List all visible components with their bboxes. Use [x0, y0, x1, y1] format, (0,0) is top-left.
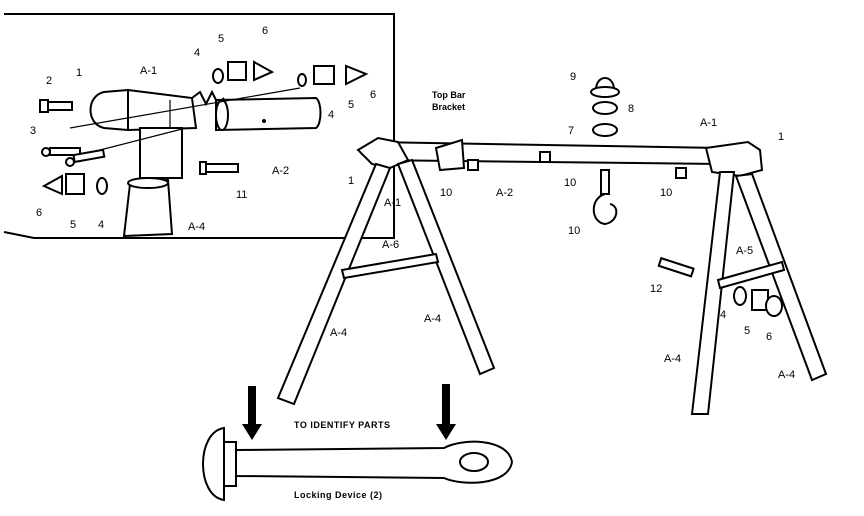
- label-A4-inset: A-4: [188, 221, 205, 233]
- hanger-3: [675, 167, 687, 179]
- caption-identify-parts: TO IDENTIFY PARTS: [294, 420, 391, 430]
- label-9: 9: [570, 71, 576, 83]
- label-10b: 10: [564, 177, 576, 189]
- locking-device-shaft: [235, 440, 514, 484]
- inset-border: [3, 13, 395, 239]
- right-hardware: [657, 256, 783, 317]
- bracket-title-line1: Top Bar: [432, 90, 466, 100]
- hook-assembly: [590, 77, 620, 226]
- locking-device-label: Locking Device (2): [294, 490, 383, 500]
- locking-device-neck: [223, 441, 237, 487]
- locking-device-eye: [459, 452, 489, 472]
- bolt-line-lower: [99, 127, 187, 151]
- label-1-left: 1: [348, 175, 354, 187]
- label-A4-right1: A-4: [664, 353, 681, 365]
- arrow-left: [242, 386, 262, 440]
- hardware-lower: [41, 173, 108, 196]
- label-8: 8: [628, 103, 634, 115]
- right-fitting-A1: [704, 140, 764, 178]
- tee-connector-A1: [127, 88, 198, 179]
- bolt-part-2: [39, 99, 73, 113]
- label-11: 11: [236, 189, 247, 201]
- left-fitting-A1: [356, 136, 410, 170]
- leg-A4: [122, 177, 174, 238]
- spring-bolts-part-3: [41, 147, 106, 167]
- swing-frame: [276, 77, 828, 415]
- label-4-lower: 4: [98, 219, 104, 231]
- bracket-title-line2: Bracket: [432, 102, 465, 112]
- label-A4-left2: A-4: [424, 313, 441, 325]
- pipe-A2: [215, 96, 322, 132]
- label-A6: A-6: [382, 239, 399, 251]
- label-12: 12: [650, 283, 662, 295]
- right-leg-front: [690, 171, 736, 415]
- label-6-upper: 6: [262, 25, 268, 37]
- left-leg-front: [276, 162, 392, 406]
- label-3: 3: [30, 125, 36, 137]
- label-5-upper: 5: [218, 33, 224, 45]
- label-A1: A-1: [140, 65, 157, 77]
- label-5-right: 5: [348, 99, 354, 111]
- label-5-lower: 5: [70, 219, 76, 231]
- hardware-upper: [212, 60, 369, 87]
- label-5: 5: [744, 325, 750, 337]
- label-10a: 10: [440, 187, 452, 199]
- label-A1-left: A-1: [384, 197, 401, 209]
- label-A2-main: A-2: [496, 187, 513, 199]
- inset-exploded-view: 2 1 A-1 3 4 5 6 6 5 4 A-2 11 A-4 6 5 4: [3, 13, 395, 239]
- screw-part-11: [199, 161, 239, 175]
- label-10d: 10: [660, 187, 672, 199]
- locking-device: TO IDENTIFY PARTS Locking Device (2): [202, 384, 514, 502]
- hanger-2: [539, 151, 551, 163]
- label-A5: A-5: [736, 245, 753, 257]
- label-4-upper: 4: [194, 47, 200, 59]
- label-10c: 10: [568, 225, 580, 237]
- label-7: 7: [568, 125, 574, 137]
- arrow-right: [436, 384, 456, 440]
- label-1-right: 1: [778, 131, 784, 143]
- through-bolt: [69, 87, 301, 129]
- right-crossbar-A5: [716, 260, 786, 290]
- label-2: 2: [46, 75, 52, 87]
- main-labels: Top Bar Bracket 1 A-1 A-6 A-4 A-4 10 A-2…: [330, 71, 795, 381]
- label-6-lower: 6: [36, 207, 42, 219]
- label-A2: A-2: [272, 165, 289, 177]
- label-1: 1: [76, 67, 82, 79]
- label-A4-right2: A-4: [778, 369, 795, 381]
- label-4-right: 4: [328, 109, 334, 121]
- right-leg-rear: [734, 172, 828, 382]
- label-6-right: 6: [370, 89, 376, 101]
- top-bar-bracket: [434, 138, 466, 172]
- label-A1-right: A-1: [700, 117, 717, 129]
- label-A4-left1: A-4: [330, 327, 347, 339]
- label-6: 6: [766, 331, 772, 343]
- left-crossbar-A6: [340, 252, 440, 280]
- label-4: 4: [720, 309, 726, 321]
- left-leg-rear: [396, 158, 496, 376]
- locking-device-head: [202, 426, 225, 502]
- hanger-1: [467, 159, 479, 171]
